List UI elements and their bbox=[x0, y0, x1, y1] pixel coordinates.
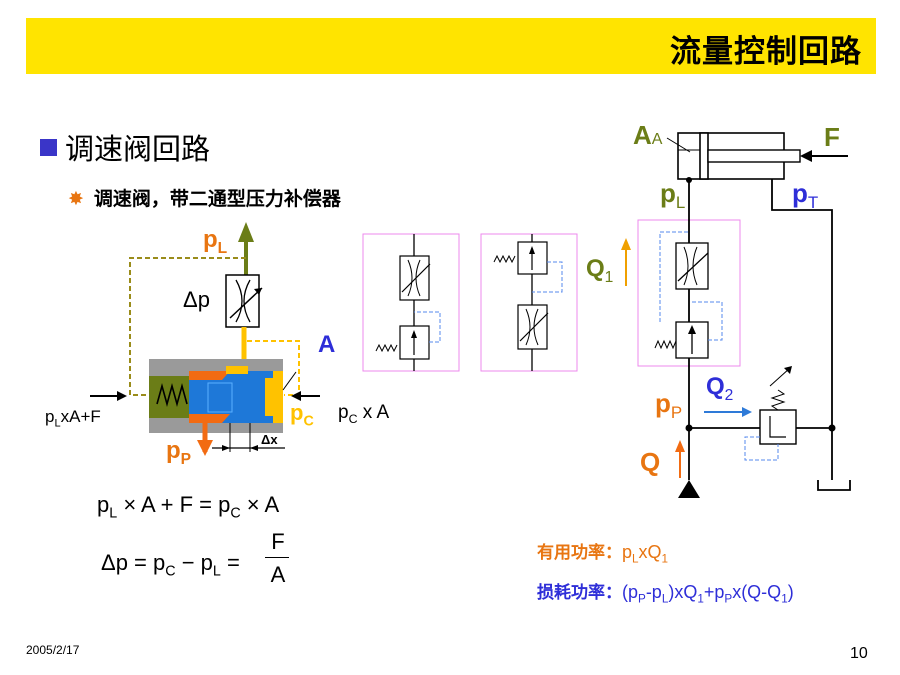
valve-pp-label: pP bbox=[166, 437, 192, 468]
title-banner: 流量控制回路 bbox=[26, 18, 876, 74]
circuit-pt-label: pT bbox=[792, 178, 819, 213]
equation-force-balance: pL × A + F = pC × A bbox=[97, 492, 280, 522]
page-number: 10 bbox=[850, 645, 868, 662]
page-title: 流量控制回路 bbox=[670, 34, 862, 70]
circuit-pl-label: pL bbox=[660, 178, 686, 213]
fraction-denominator: A bbox=[270, 562, 286, 587]
section-heading-text: 调速阀回路 bbox=[65, 132, 211, 166]
circuit-q2-label: Q2 bbox=[706, 373, 734, 404]
sub-heading-text: 调速阀，带二通型压力补偿器 bbox=[93, 188, 341, 210]
circuit-q1-label: Q1 bbox=[586, 255, 614, 286]
star-bullet-icon: ✸ bbox=[68, 188, 84, 210]
valve-dp-label: Δp bbox=[183, 287, 210, 312]
footer-date: 2005/2/17 bbox=[26, 643, 80, 657]
circuit-q-label: Q bbox=[640, 447, 661, 477]
circuit-pp-label: pP bbox=[655, 388, 683, 423]
valve-pc-label: pC bbox=[290, 400, 314, 430]
valve-pl-label: pL bbox=[203, 226, 228, 257]
fraction-bar bbox=[265, 557, 289, 558]
valve-pcxa-label: pC x A bbox=[338, 402, 390, 426]
useful-power: 有用功率：pLxQ1 bbox=[537, 542, 669, 566]
valve-plxa-label: pLxA+F bbox=[45, 407, 101, 430]
section-heading: 调速阀回路 bbox=[40, 126, 210, 168]
valve-dx-label: Δx bbox=[261, 432, 278, 447]
square-bullet-icon bbox=[40, 139, 57, 156]
circuit-area-label: AA bbox=[633, 120, 663, 150]
equation-pressure-diff: Δp = pC − pL = bbox=[101, 550, 240, 580]
circuit-force-label: F bbox=[824, 122, 840, 152]
fraction-numerator: F bbox=[271, 529, 285, 554]
valve-area-label: A bbox=[318, 331, 336, 358]
loss-power: 损耗功率：(pP-pL)xQ1+pPx(Q-Q1) bbox=[537, 582, 794, 606]
sub-heading: ✸ 调速阀，带二通型压力补偿器 bbox=[68, 184, 341, 211]
